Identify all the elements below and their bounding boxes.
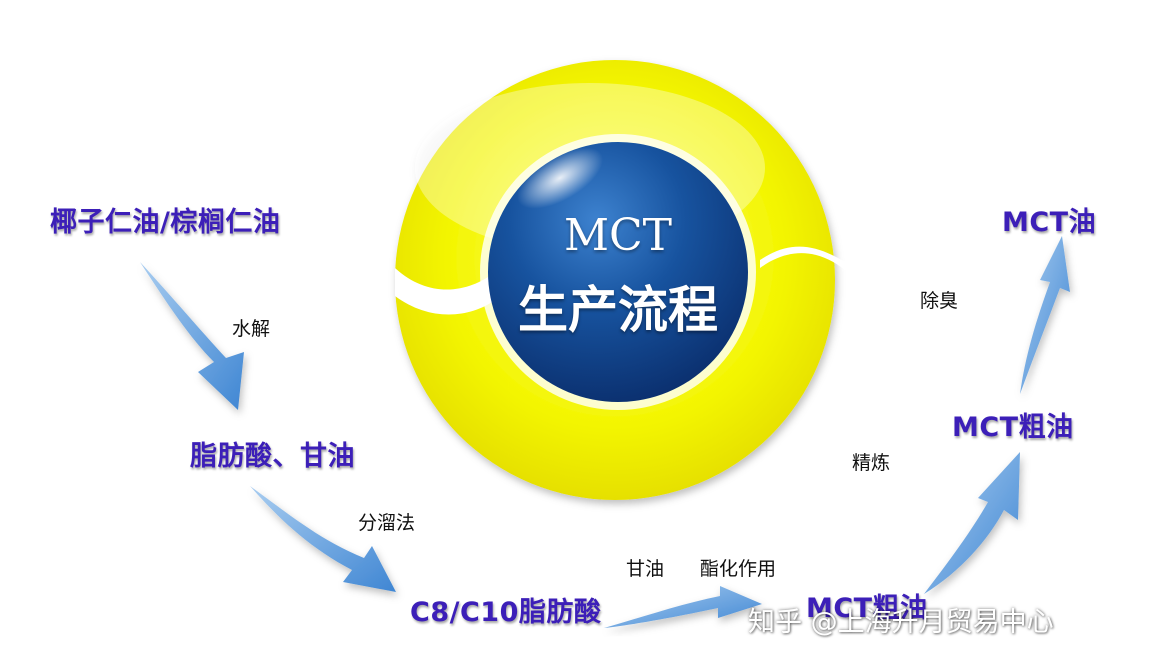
stage-mct-oil: MCT油 [1002, 207, 1097, 238]
stage-fatty-acid-glycerol: 脂肪酸、甘油 [190, 441, 355, 472]
step-refining: 精炼 [852, 452, 891, 474]
ring-gap-left [395, 268, 495, 315]
arrow-refining [924, 452, 1020, 594]
center-sphere [480, 134, 756, 410]
ring-gap-right [760, 246, 845, 270]
stage-mct-crude-oil-lower: MCT粗油 [806, 593, 928, 624]
watermark: 知乎 @上海升月贸易中心 [748, 607, 1054, 638]
step-deodorization: 除臭 [920, 290, 959, 312]
center-title-mct: MCT [563, 210, 673, 261]
step-fractionation: 分溜法 [358, 512, 416, 534]
arrow-fractionation [250, 486, 396, 592]
step-esterification: 酯化作用 [700, 558, 777, 580]
center-title-process: 生产流程 [518, 281, 718, 339]
step-glycerol: 甘油 [626, 558, 665, 580]
arrow-deodorization [1020, 236, 1070, 394]
stage-c8-c10-fatty-acid: C8/C10脂肪酸 [410, 597, 602, 628]
arrow-hydrolysis [140, 262, 244, 410]
stage-mct-crude-oil: MCT粗油 [952, 412, 1074, 443]
step-hydrolysis: 水解 [232, 318, 271, 340]
stage-raw-oil: 椰子仁油/棕榈仁油 [50, 207, 281, 238]
arrow-esterification [604, 586, 762, 628]
